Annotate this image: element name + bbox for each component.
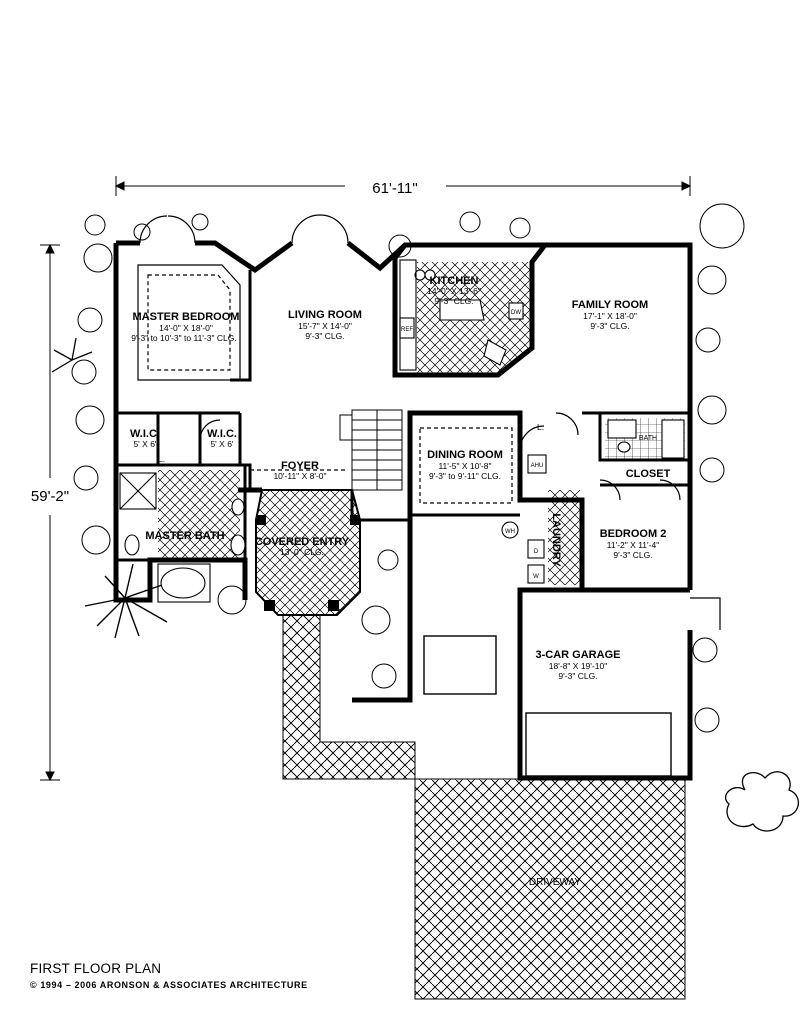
covered-entry-name: COVERED ENTRY: [255, 536, 350, 548]
wic-right-size: 5' X 6': [210, 439, 233, 449]
bedroom2-ceiling: 9'-3" CLG.: [613, 550, 652, 560]
living-room-ceiling: 9'-3" CLG.: [305, 331, 344, 341]
dining-room-ceiling: 9'-3" to 9'-11" CLG.: [429, 471, 501, 481]
foyer-size: 10'-11" X 8'-0": [273, 471, 326, 481]
kitchen-name: KITCHEN: [430, 275, 479, 287]
plan-copyright: © 1994 – 2006 ARONSON & ASSOCIATES ARCHI…: [30, 980, 308, 990]
master-bedroom-size: 14'-0" X 18'-0": [159, 323, 213, 333]
linen-label-hall: L.: [537, 422, 544, 432]
family-room-size: 17'-1" X 18'-0": [583, 311, 637, 321]
door-swings: [139, 214, 721, 630]
master-tray-inner: [147, 274, 231, 371]
plan-title: FIRST FLOOR PLAN: [30, 961, 162, 976]
kitchen-size: 14'-0" X 13'-6": [427, 286, 481, 296]
bath2-label: BATH: [639, 435, 657, 442]
refrigerator-label: REF: [401, 327, 413, 333]
rear-window-wall: [392, 243, 547, 378]
dishwasher-label: DW: [511, 310, 521, 316]
wic-right-name: W.I.C.: [207, 428, 237, 440]
bedroom2-name: BEDROOM 2: [600, 528, 667, 540]
overall-depth-label: 59'-2": [31, 488, 69, 505]
garage-doors: [423, 635, 672, 777]
garage-ceiling: 9'-3" CLG.: [558, 671, 597, 681]
living-room-size: 15'-7" X 14'-0": [298, 321, 352, 331]
foyer-name: FOYER: [281, 460, 319, 472]
garage-size: 18'-8" X 19'-10": [549, 661, 607, 671]
dining-tray-ceiling: [419, 427, 513, 504]
family-room-name: FAMILY ROOM: [572, 299, 648, 311]
dining-room-size: 11'-5" X 10'-8": [438, 461, 491, 471]
dining-room-name: DINING ROOM: [427, 449, 503, 461]
dryer-label: D: [534, 549, 539, 555]
stair: [339, 409, 403, 491]
closet-name: CLOSET: [626, 468, 671, 480]
bedroom2-size: 11'-2" X 11'-4": [607, 540, 659, 550]
interior-walls: [116, 270, 690, 700]
living-room-name: LIVING ROOM: [288, 309, 362, 321]
laundry-name: LAUNDRY: [550, 513, 562, 567]
garage-name: 3-CAR GARAGE: [536, 649, 621, 661]
ahu-label: AHU: [531, 463, 544, 469]
landscaping: [51, 203, 799, 832]
water-heater-label: WH: [505, 529, 515, 535]
front-walkway: [282, 611, 416, 780]
wic-left-size: 5' X 6': [133, 439, 156, 449]
family-room-ceiling: 9'-3" CLG.: [590, 321, 629, 331]
covered-entry-ceiling: 13'-0" CLG.: [280, 547, 324, 557]
master-bath-floor: [158, 470, 240, 560]
master-bath-name: MASTER BATH: [145, 530, 224, 542]
overall-width-label: 61'-11": [372, 180, 417, 197]
linen-label-master: L.: [158, 454, 165, 464]
fixtures: [119, 259, 685, 603]
entry-columns: [256, 515, 360, 611]
master-bedroom-name: MASTER BEDROOM: [133, 311, 240, 323]
laundry-floor: [548, 490, 580, 585]
wic-left-name: W.I.C.: [130, 428, 160, 440]
driveway-name: DRIVEWAY: [529, 877, 582, 888]
covered-entry-floor: [255, 489, 361, 616]
kitchen-ceiling: 9'-3" CLG.: [434, 296, 473, 306]
master-bedroom-ceiling: 9'-3" to 10'-3" to 11'-3" CLG.: [131, 333, 236, 343]
driveway-paving: [414, 778, 686, 1000]
master-tray-ceiling: [137, 264, 241, 381]
dimension-lines: [40, 176, 692, 782]
washer-label: W: [533, 574, 539, 580]
